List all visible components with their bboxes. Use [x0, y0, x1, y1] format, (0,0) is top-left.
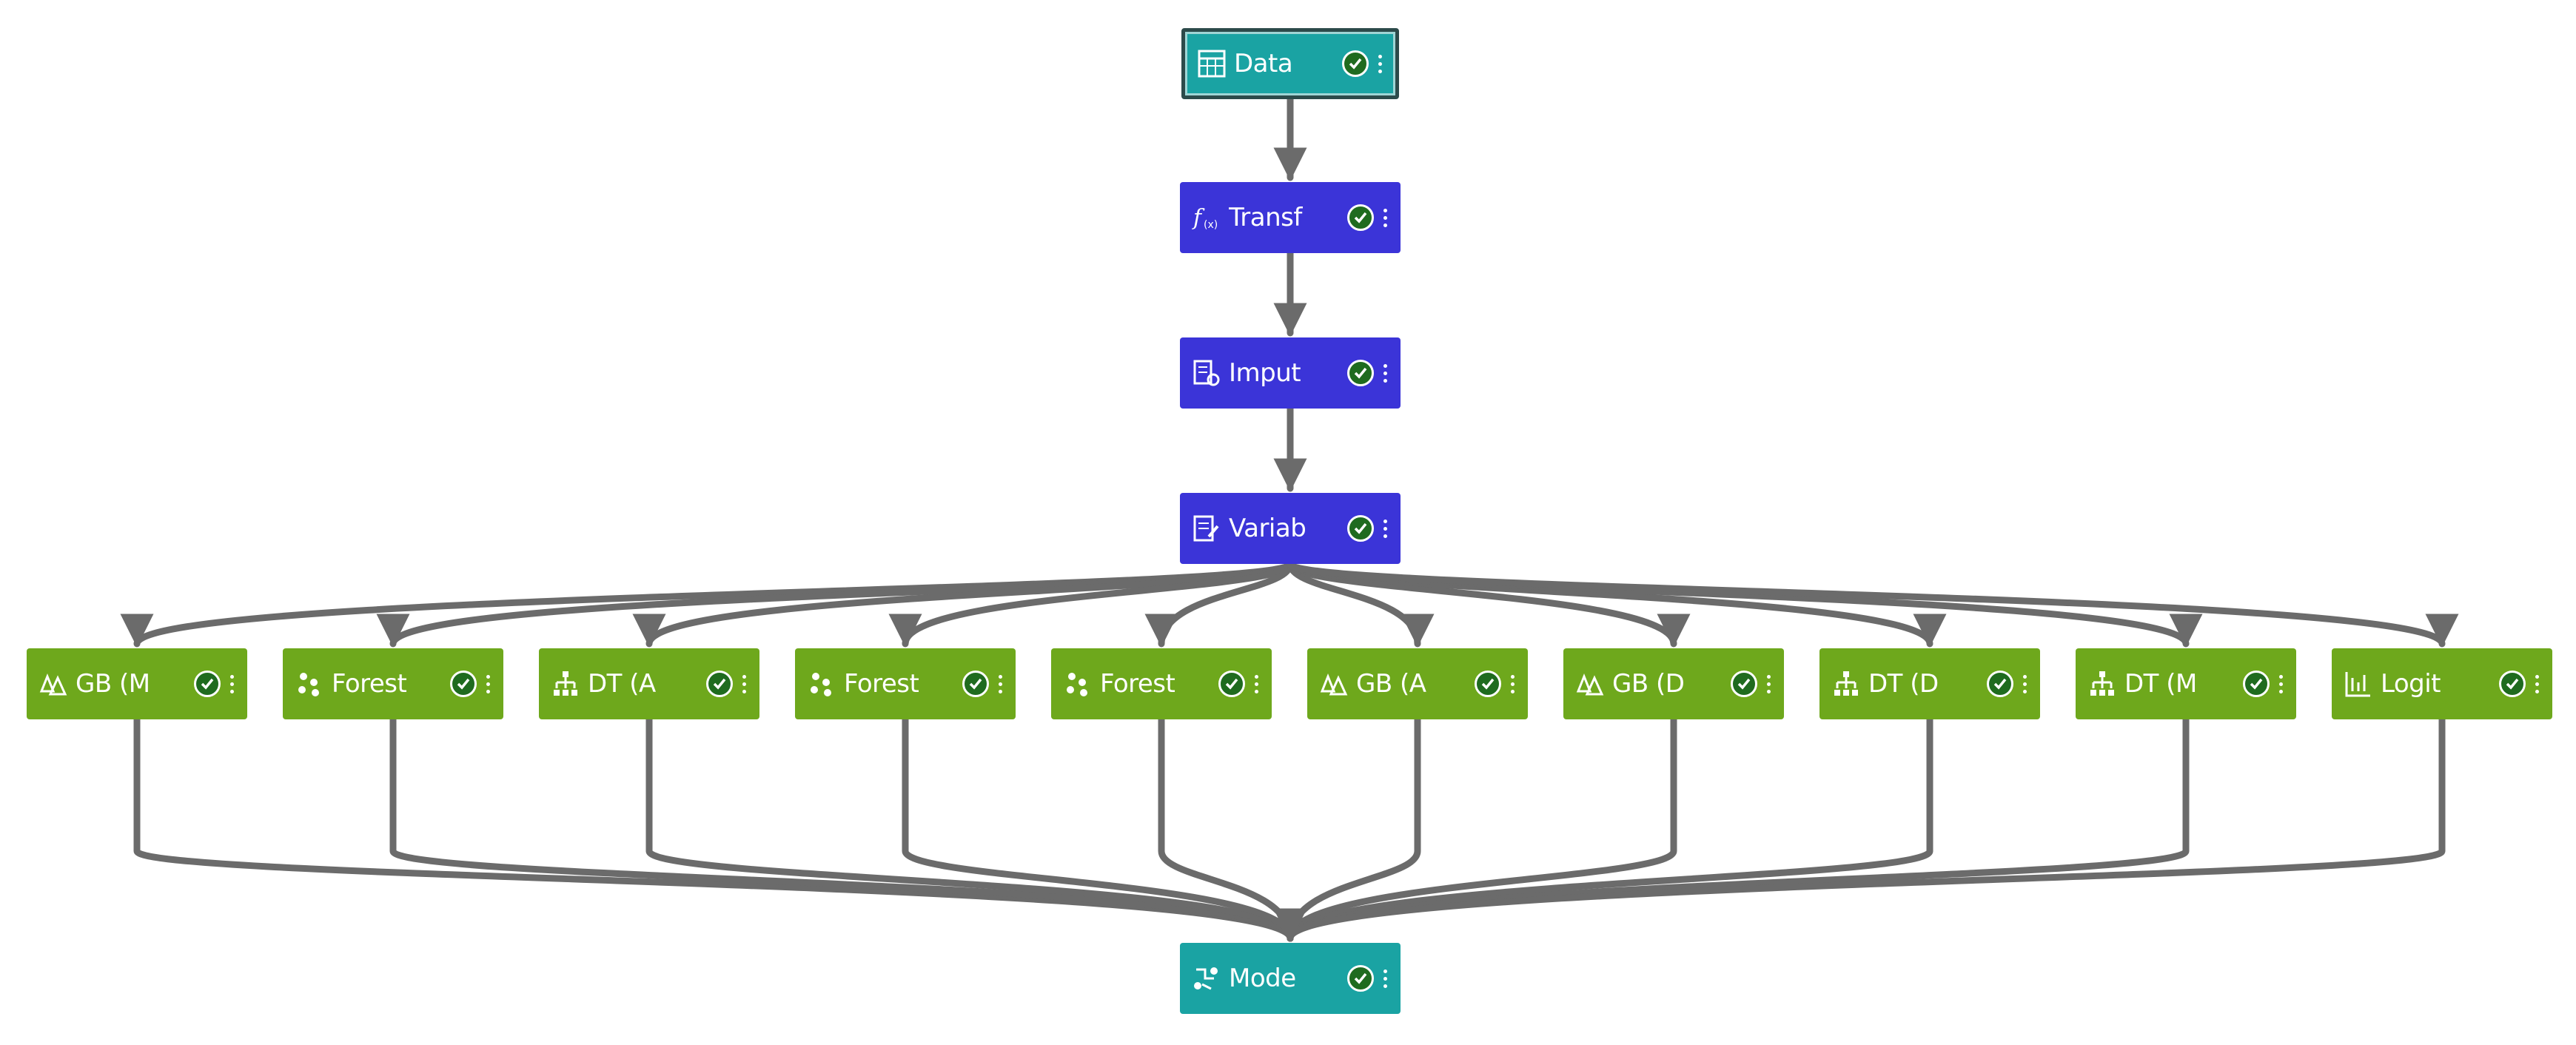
edge-varsel-model-5 — [1144, 560, 1294, 648]
node-label: Data — [1234, 49, 1293, 78]
node-label: Mode — [1229, 964, 1296, 993]
node-label: DT (D — [1868, 669, 1939, 699]
success-check-icon — [1342, 50, 1369, 77]
model-node-10[interactable]: Logit — [2332, 648, 2552, 719]
model-node-6[interactable]: GB (A — [1307, 648, 1528, 719]
success-check-icon — [1347, 965, 1374, 992]
model-node-3[interactable]: DT (A — [539, 648, 759, 719]
more-options-icon[interactable] — [2019, 674, 2030, 693]
data-table-icon — [1197, 49, 1227, 78]
logistic-regression-icon — [2344, 669, 2373, 699]
success-check-icon — [1218, 671, 1245, 697]
more-options-icon[interactable] — [227, 674, 237, 693]
model-comparison-node[interactable]: Mode — [1180, 943, 1401, 1014]
node-label: DT (A — [588, 669, 656, 699]
success-check-icon — [450, 671, 477, 697]
node-label: GB (M — [76, 669, 150, 699]
success-check-icon — [1475, 671, 1501, 697]
function-icon: f(x) — [1192, 203, 1221, 232]
model-node-4[interactable]: Forest — [795, 648, 1016, 719]
more-options-icon[interactable] — [995, 674, 1005, 693]
more-options-icon[interactable] — [1507, 674, 1517, 693]
more-options-icon[interactable] — [739, 674, 749, 693]
success-check-icon — [706, 671, 733, 697]
imputation-node[interactable]: Imput — [1180, 337, 1401, 409]
node-label: Forest — [332, 669, 407, 699]
forest-icon — [295, 669, 324, 699]
variable-selection-icon — [1192, 514, 1221, 543]
more-options-icon[interactable] — [1763, 674, 1774, 693]
success-check-icon — [1731, 671, 1757, 697]
decision-tree-icon — [551, 669, 580, 699]
more-options-icon[interactable] — [483, 674, 493, 693]
forest-icon — [1063, 669, 1093, 699]
model-node-7[interactable]: GB (D — [1563, 648, 1784, 719]
success-check-icon — [1347, 204, 1374, 231]
node-label: Variab — [1229, 514, 1307, 543]
more-options-icon[interactable] — [1380, 969, 1390, 988]
success-check-icon — [194, 671, 221, 697]
model-node-1[interactable]: GB (M — [27, 648, 247, 719]
success-check-icon — [2499, 671, 2526, 697]
more-options-icon[interactable] — [1380, 363, 1390, 383]
edge-model-1-comparison — [133, 716, 1307, 942]
more-options-icon[interactable] — [1251, 674, 1261, 693]
edge-varsel-model-6 — [1287, 560, 1435, 648]
decision-tree-icon — [2087, 669, 2117, 699]
gradient-boosting-icon — [1575, 669, 1605, 699]
forest-icon — [807, 669, 836, 699]
model-node-2[interactable]: Forest — [283, 648, 503, 719]
success-check-icon — [962, 671, 989, 697]
success-check-icon — [1347, 515, 1374, 542]
more-options-icon[interactable] — [1380, 519, 1390, 538]
decision-tree-icon — [1831, 669, 1861, 699]
node-label: Imput — [1229, 358, 1301, 388]
node-label: GB (D — [1612, 669, 1685, 699]
more-options-icon[interactable] — [1380, 208, 1390, 227]
model-node-8[interactable]: DT (D — [1819, 648, 2040, 719]
node-label: DT (M — [2124, 669, 2197, 699]
imputation-icon — [1192, 358, 1221, 388]
svg-text:(x): (x) — [1204, 219, 1218, 231]
edge-model-3-comparison — [645, 716, 1307, 942]
edge-varsel-model-4 — [888, 560, 1294, 648]
variable-selection-node[interactable]: Variab — [1180, 493, 1401, 564]
more-options-icon[interactable] — [1375, 54, 1385, 73]
data-node[interactable]: Data — [1181, 28, 1399, 99]
node-label: Forest — [1100, 669, 1175, 699]
edge-model-10-comparison — [1274, 716, 2446, 942]
transformations-node[interactable]: f(x) Transf — [1180, 182, 1401, 253]
node-label: Transf — [1229, 203, 1302, 232]
node-label: Forest — [844, 669, 919, 699]
edge-model-8-comparison — [1273, 716, 1933, 942]
edge-model-2-comparison — [389, 716, 1307, 942]
more-options-icon[interactable] — [2275, 674, 2286, 693]
success-check-icon — [1347, 360, 1374, 386]
success-check-icon — [2243, 671, 2270, 697]
edge-varsel-model-10 — [1287, 560, 2458, 648]
edge-model-4-comparison — [902, 716, 1307, 942]
success-check-icon — [1987, 671, 2013, 697]
gradient-boosting-icon — [1319, 669, 1349, 699]
more-options-icon[interactable] — [2532, 674, 2542, 693]
model-node-9[interactable]: DT (M — [2076, 648, 2296, 719]
model-node-5[interactable]: Forest — [1051, 648, 1272, 719]
edge-model-7-comparison — [1273, 716, 1677, 942]
gradient-boosting-icon — [38, 669, 68, 699]
node-label: GB (A — [1356, 669, 1426, 699]
model-comparison-icon — [1192, 964, 1221, 993]
node-label: Logit — [2381, 669, 2441, 699]
